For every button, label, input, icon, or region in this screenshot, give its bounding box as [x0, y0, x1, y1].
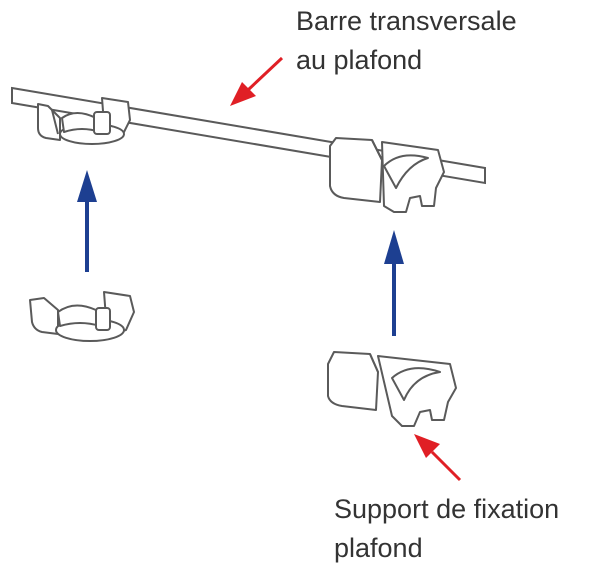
- insert-arrow-right: [384, 230, 404, 336]
- loose-bracket-right: [327, 351, 457, 427]
- crossbar-label-line1: Barre transversale: [296, 6, 517, 36]
- insert-arrow-left: [77, 170, 97, 272]
- bracket-label: Support de fixation plafond: [334, 490, 559, 568]
- bracket-label-line1: Support de fixation: [334, 494, 560, 524]
- bracket-label-line2: plafond: [334, 533, 423, 563]
- mounted-bracket-right: [329, 137, 445, 213]
- mounted-bracket-left: [37, 97, 131, 145]
- crossbar-label-line2: au plafond: [296, 45, 423, 75]
- callout-arrow-crossbar: [230, 56, 284, 106]
- crossbar-label: Barre transversale au plafond: [296, 2, 517, 80]
- loose-bracket-left: [29, 291, 135, 342]
- callout-arrow-bracket: [414, 434, 462, 482]
